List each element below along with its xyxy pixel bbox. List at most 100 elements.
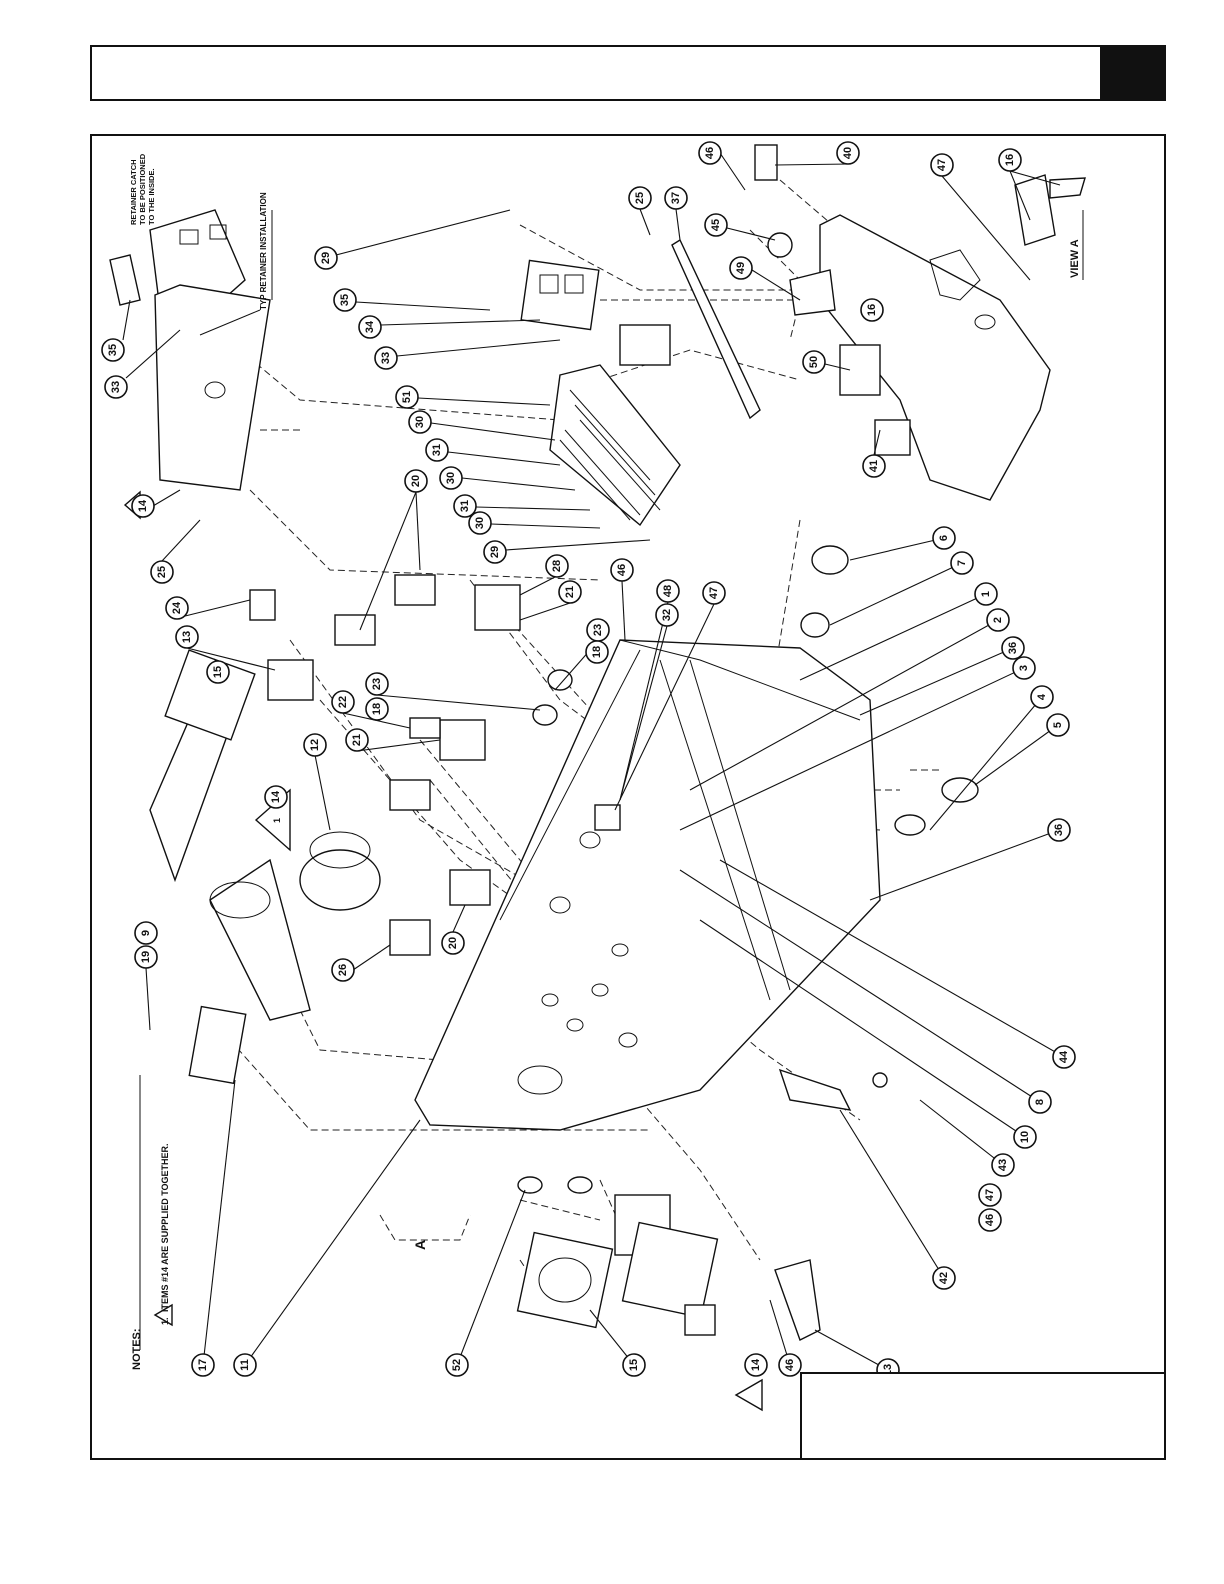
callout-label: 34: [364, 320, 376, 333]
callout-label: 46: [616, 564, 628, 576]
callout-label: 18: [371, 703, 383, 715]
callout-label: 11: [239, 1359, 251, 1371]
callout-label: 29: [489, 546, 501, 558]
callout-label: 49: [735, 262, 747, 274]
callout-label: 30: [414, 416, 426, 428]
retainer-note-line1: RETAINER CATCH: [129, 159, 138, 225]
callout-label: 22: [337, 696, 349, 708]
callout-label: 30: [474, 517, 486, 529]
callout-29: 29: [314, 246, 338, 270]
callout-47: 47: [702, 581, 726, 605]
callout-label: 40: [842, 147, 854, 159]
callout-45: 45: [704, 213, 728, 237]
callout-label: 36: [1053, 824, 1065, 836]
callout-47: 47: [930, 153, 954, 177]
transformer: [154, 284, 271, 491]
callout-11: 11: [233, 1353, 257, 1377]
rotated-labels: TYP RETAINER INSTALLATION RETAINER CATCH…: [129, 153, 1081, 1370]
callout-label: 23: [592, 624, 604, 636]
callout-label: 7: [956, 560, 968, 566]
callout-24: 24: [165, 596, 189, 620]
callout-8: 8: [1028, 1090, 1052, 1114]
relay-assembly: [520, 259, 671, 366]
callout-label: 33: [110, 381, 122, 393]
callout-33: 33: [104, 375, 128, 399]
callout-25: 25: [150, 560, 174, 584]
callout-51: 51: [395, 385, 419, 409]
callout-label: 33: [380, 352, 392, 364]
callout-label: 20: [447, 937, 459, 949]
callout-52: 52: [445, 1353, 469, 1377]
callout-13: 13: [175, 625, 199, 649]
callout-44: 44: [1052, 1045, 1076, 1069]
retainer-caption: TYP RETAINER INSTALLATION: [259, 192, 268, 310]
callout-label: 47: [936, 159, 948, 171]
callout-42: 42: [932, 1266, 956, 1290]
callout-35: 35: [333, 288, 357, 312]
callout-label: 9: [140, 930, 152, 936]
callout-43: 43: [991, 1153, 1015, 1177]
callout-47: 47: [978, 1183, 1002, 1207]
callout-20: 20: [441, 931, 465, 955]
callout-30: 30: [468, 511, 492, 535]
callout-label: 17: [197, 1359, 209, 1371]
callout-label: 25: [634, 192, 646, 204]
callout-12: 12: [303, 733, 327, 757]
callout-36: 36: [1047, 818, 1071, 842]
retainer-note-line2: TO BE POSITIONED: [138, 153, 147, 225]
callout-label: 15: [212, 666, 224, 678]
callout-label: 23: [371, 678, 383, 690]
callout-label: 25: [156, 566, 168, 578]
callout-label: 37: [670, 192, 682, 204]
callout-20: 20: [404, 469, 428, 493]
header-black-tab: [1100, 47, 1164, 99]
callout-14: 14: [131, 494, 155, 518]
callout-35: 35: [101, 338, 125, 362]
callout-34: 34: [358, 315, 382, 339]
callout-25: 25: [628, 186, 652, 210]
callout-label: 31: [459, 500, 471, 512]
callout-46: 46: [610, 558, 634, 582]
callout-label: 24: [171, 601, 183, 614]
callout-22: 22: [331, 690, 355, 714]
callout-label: 51: [401, 391, 413, 403]
drawing-frame: [90, 134, 1166, 1460]
callout-3: 3: [1012, 656, 1036, 680]
callout-label: 12: [309, 739, 321, 751]
callout-label: 35: [107, 344, 119, 356]
callout-37: 37: [664, 186, 688, 210]
main-enclosure: [414, 639, 881, 1131]
callout-18: 18: [365, 697, 389, 721]
callout-label: 50: [808, 356, 820, 368]
callout-1: 1: [974, 582, 998, 606]
callout-26: 26: [331, 958, 355, 982]
callout-label: 3: [1018, 665, 1030, 671]
callout-label: 26: [337, 964, 349, 976]
callout-label: 13: [181, 631, 193, 643]
callout-30: 30: [408, 410, 432, 434]
callout-14: 14: [744, 1353, 768, 1377]
callout-17: 17: [191, 1353, 215, 1377]
callout-21: 21: [345, 728, 369, 752]
callout-label: 8: [1034, 1099, 1046, 1105]
callout-16: 16: [860, 298, 884, 322]
callout-7: 7: [950, 551, 974, 575]
joystick-assembly: [149, 649, 311, 1021]
callout-label: 46: [984, 1214, 996, 1226]
callout-5: 5: [1046, 713, 1070, 737]
callout-label: 44: [1058, 1050, 1070, 1063]
callout-label: 46: [784, 1359, 796, 1371]
callout-label: 45: [710, 219, 722, 231]
callout-23: 23: [365, 672, 389, 696]
callout-30: 30: [439, 466, 463, 490]
callout-6: 6: [932, 526, 956, 550]
terminal-block-stack: [549, 364, 681, 527]
callout-label: 47: [984, 1189, 996, 1201]
callout-31: 31: [453, 494, 477, 518]
note-number: 1.: [160, 1317, 170, 1325]
callout-29: 29: [483, 540, 507, 564]
notes-heading: NOTES:: [131, 1328, 143, 1370]
callout-label: 20: [410, 475, 422, 487]
callout-label: 47: [708, 587, 720, 599]
